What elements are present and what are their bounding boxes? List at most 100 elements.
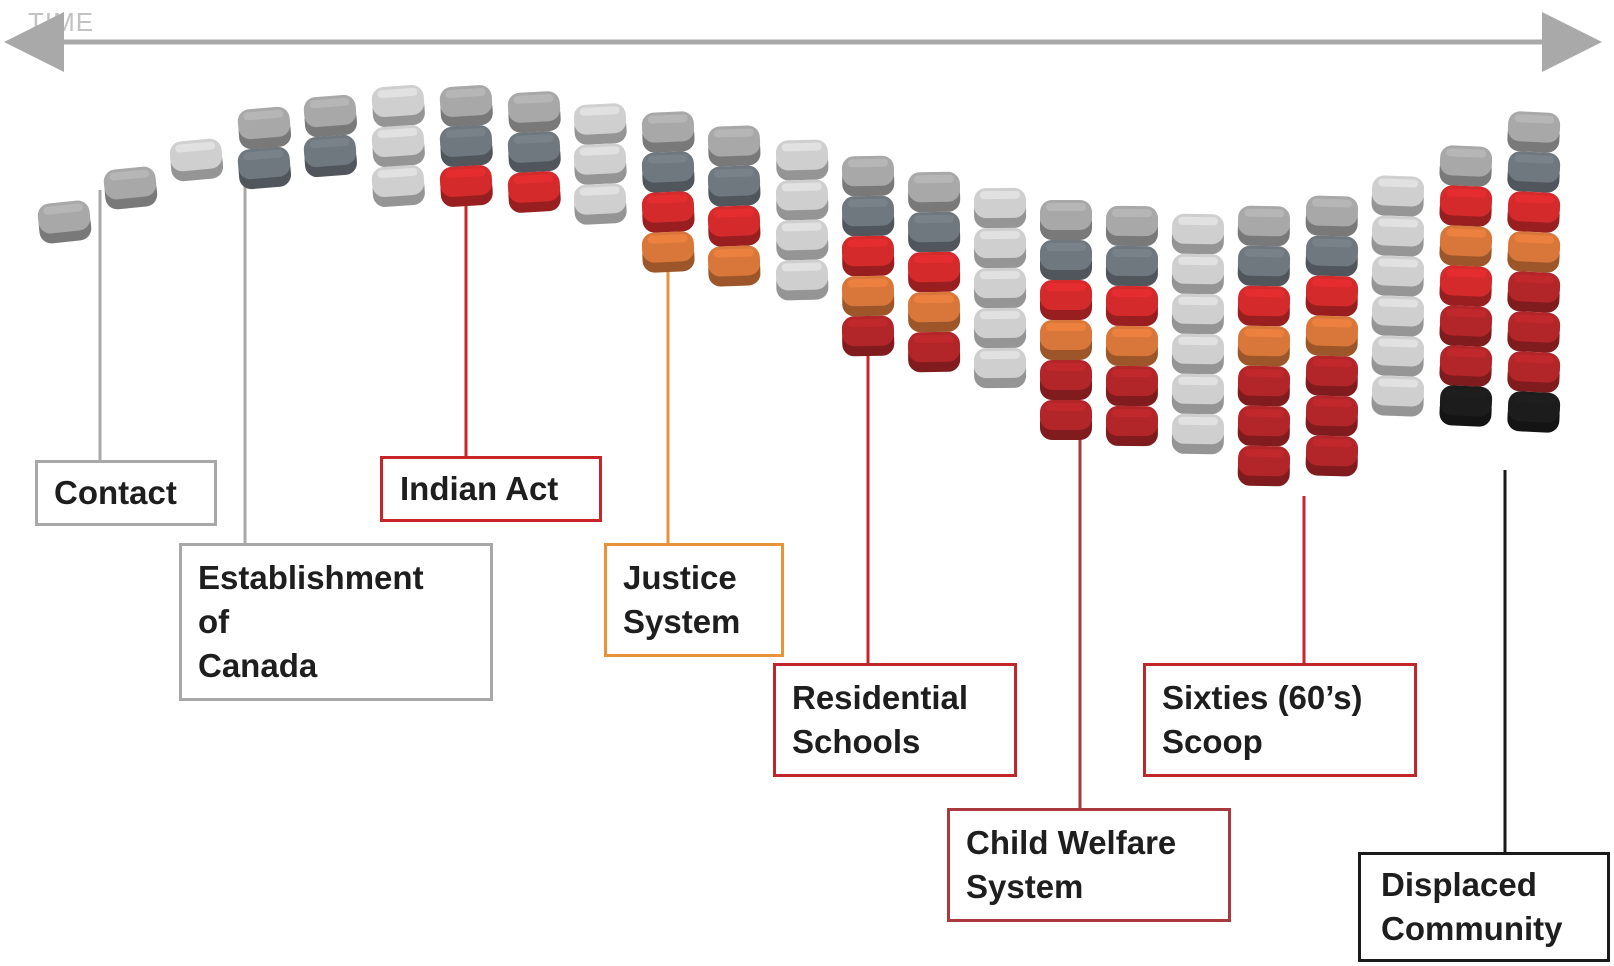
timeline-block <box>439 165 493 207</box>
label-line: Displaced <box>1381 866 1537 903</box>
timeline-block <box>37 200 92 244</box>
timeline-block <box>1171 373 1225 415</box>
timeline-block <box>1105 405 1159 447</box>
timeline-block <box>973 227 1027 269</box>
timeline-block <box>1371 335 1425 377</box>
timeline-block <box>1237 405 1291 447</box>
timeline-block <box>1305 395 1359 437</box>
timeline-block <box>907 171 961 213</box>
timeline-block <box>1507 111 1561 153</box>
label-line: Community <box>1381 910 1563 947</box>
timeline-block <box>907 331 961 373</box>
label-contact: Contact <box>35 460 217 526</box>
timeline-block <box>1371 255 1425 297</box>
timeline-block <box>1305 315 1359 357</box>
timeline-block <box>439 85 493 127</box>
timeline-block <box>1371 175 1425 217</box>
timeline-block <box>775 139 829 181</box>
timeline-block <box>1040 400 1092 440</box>
timeline-block <box>1237 445 1291 487</box>
timeline-block <box>707 165 761 207</box>
timeline-block <box>1040 360 1092 400</box>
timeline-block <box>1305 355 1359 397</box>
timeline-block <box>1171 293 1225 335</box>
label-line: Contact <box>54 474 177 511</box>
timeline-block <box>907 211 961 253</box>
timeline-block <box>303 134 357 178</box>
timeline-block <box>1507 311 1561 353</box>
timeline-block <box>1171 213 1225 255</box>
timeline-block <box>439 125 493 167</box>
timeline-block <box>841 235 895 277</box>
timeline-block <box>507 131 561 173</box>
timeline-block <box>841 275 895 317</box>
timeline-block <box>1305 275 1359 317</box>
label-line: Schools <box>792 723 921 760</box>
timeline-block <box>841 155 895 197</box>
timeline-block <box>1439 145 1493 187</box>
timeline-block <box>641 231 695 273</box>
timeline-block <box>973 187 1027 229</box>
timeline-block <box>1507 191 1561 233</box>
timeline-block <box>973 307 1027 349</box>
timeline-block <box>1237 245 1291 287</box>
timeline-block <box>973 347 1027 389</box>
timeline-block <box>1237 325 1291 367</box>
timeline-block <box>1507 231 1561 273</box>
timeline-block <box>1105 205 1159 247</box>
timeline-block <box>1105 285 1159 327</box>
label-line: Scoop <box>1162 723 1263 760</box>
timeline-block <box>775 179 829 221</box>
timeline-block <box>1237 205 1291 247</box>
label-line: of <box>198 603 230 640</box>
timeline-block <box>237 146 292 190</box>
connector-lines <box>98 170 1507 854</box>
label-line: Sixties (60’s) <box>1162 679 1363 716</box>
timeline-block <box>1507 271 1561 313</box>
timeline-block <box>1439 225 1493 267</box>
timeline-block <box>907 251 961 293</box>
timeline-block <box>775 259 829 301</box>
timeline-block <box>1439 265 1493 307</box>
timeline-block <box>573 183 627 225</box>
timeline-block <box>907 291 961 333</box>
timeline-block <box>841 315 895 357</box>
timeline-block <box>371 125 425 167</box>
timeline-block <box>1371 295 1425 337</box>
timeline-block <box>1439 385 1493 427</box>
timeline-block <box>1040 280 1092 320</box>
timeline-block <box>1105 365 1159 407</box>
label-line: Canada <box>198 647 318 684</box>
timeline-block <box>1105 325 1159 367</box>
timeline-block <box>237 106 292 150</box>
timeline-block <box>1237 285 1291 327</box>
timeline-block <box>1305 195 1359 237</box>
timeline-block <box>1507 391 1561 433</box>
label-line: Residential <box>792 679 969 716</box>
timeline-block <box>1305 435 1359 477</box>
timeline-block <box>1439 345 1493 387</box>
timeline-block <box>641 191 695 233</box>
label-sixties-scoop: Sixties (60’s) Scoop <box>1143 663 1417 777</box>
timeline-block <box>707 125 761 167</box>
timeline-block <box>371 165 425 207</box>
timeline-block <box>1305 235 1359 277</box>
timeline-block <box>1371 375 1425 417</box>
label-line: Justice <box>623 559 737 596</box>
timeline-block <box>1171 253 1225 295</box>
timeline-block <box>707 245 761 287</box>
timeline-block <box>103 166 158 210</box>
timeline-block <box>1439 305 1493 347</box>
timeline-block <box>707 205 761 247</box>
timeline-block <box>641 111 695 153</box>
timeline-block <box>775 219 829 261</box>
label-line: Indian Act <box>400 470 559 507</box>
block-ribbon <box>37 85 1561 487</box>
timeline-block <box>1171 333 1225 375</box>
timeline-block <box>507 91 561 133</box>
